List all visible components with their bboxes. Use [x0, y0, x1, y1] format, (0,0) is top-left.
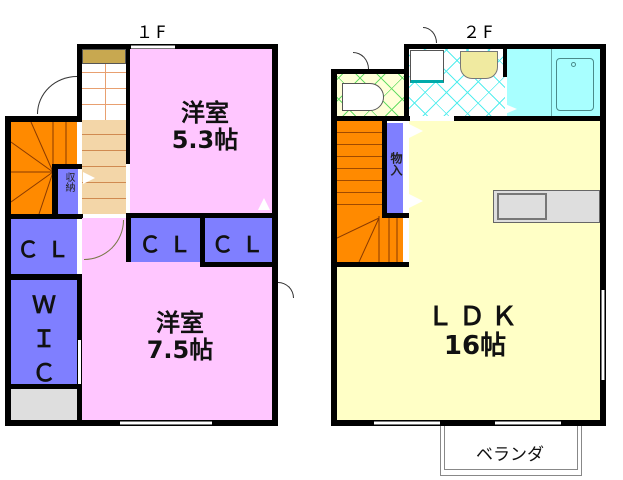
- closet-label: ＣＬ: [211, 233, 272, 258]
- balcony-label: ベランダ: [476, 445, 544, 465]
- walk-in-closet: [11, 280, 77, 384]
- window: [374, 421, 440, 425]
- wall: [382, 121, 387, 217]
- toilet-door[interactable]: [353, 52, 369, 69]
- door-marker: [409, 124, 423, 138]
- room-name: 洋室 7.5帖: [125, 310, 235, 364]
- door-marker: [505, 104, 517, 114]
- wall: [331, 116, 606, 121]
- room-name-text: 洋室: [181, 99, 229, 127]
- window: [601, 290, 605, 380]
- stairs-lines: [337, 216, 398, 262]
- storage-small: [58, 169, 78, 214]
- wall: [331, 69, 409, 74]
- wall: [52, 164, 82, 169]
- shoe-cabinet: [82, 49, 126, 64]
- room-size-text: 7.5帖: [146, 335, 214, 364]
- door-marker: [83, 172, 95, 184]
- wall: [5, 116, 83, 122]
- wall: [5, 274, 83, 280]
- room-name: 洋室 5.3帖: [150, 100, 260, 154]
- room-name: ＬＤＫ 16帖: [405, 302, 545, 362]
- closet-middle: [131, 218, 201, 262]
- toilet-icon: [342, 83, 384, 111]
- wall: [52, 164, 58, 214]
- wic-letter: Ｃ: [32, 359, 56, 387]
- room-name-text: 洋室: [156, 309, 204, 337]
- wic-letter: Ｗ: [32, 291, 56, 319]
- sink-icon: [460, 51, 498, 79]
- closet-label: ＣＬ: [16, 238, 77, 263]
- hallway: [82, 120, 126, 214]
- wall: [126, 44, 130, 164]
- wall: [331, 420, 606, 426]
- floor-label-1f: １F: [136, 23, 169, 43]
- storage-2f-label: 物入: [389, 152, 403, 176]
- door-marker: [258, 198, 270, 210]
- wall: [77, 44, 82, 122]
- wall: [382, 213, 409, 218]
- wall: [5, 384, 83, 389]
- wall: [600, 44, 606, 426]
- window: [495, 421, 561, 425]
- room-size-text: 16帖: [443, 331, 507, 362]
- window: [131, 45, 175, 49]
- kitchen-sink: [497, 193, 547, 220]
- wall: [5, 116, 11, 426]
- stairs-lines: [11, 122, 67, 214]
- wall: [77, 44, 278, 49]
- entrance-door[interactable]: [37, 76, 77, 114]
- room-size-text: 5.3帖: [171, 125, 239, 154]
- wall: [272, 44, 278, 426]
- room-name-text: ＬＤＫ: [426, 302, 523, 332]
- floor-label-2f: ２F: [463, 23, 496, 43]
- closet-label: ＣＬ: [138, 233, 199, 258]
- window: [120, 421, 212, 425]
- ldk-room: [409, 121, 600, 420]
- wall: [200, 213, 205, 269]
- wall: [126, 213, 131, 269]
- wall: [200, 262, 278, 267]
- wall: [331, 69, 337, 426]
- bathtub-drain: [571, 62, 576, 67]
- wic-door[interactable]: [78, 340, 81, 384]
- western-room-7-5: [82, 267, 272, 420]
- wall: [404, 44, 606, 49]
- wic-label: Ｗ Ｉ Ｃ: [11, 288, 77, 390]
- western-room-7-5: [82, 262, 200, 270]
- closet-right: [205, 218, 272, 262]
- washroom-door[interactable]: [423, 27, 437, 43]
- stairs-2f-landing: [337, 216, 403, 262]
- washing-machine-icon: [410, 50, 444, 83]
- wic-letter: Ｉ: [32, 325, 56, 353]
- storage-2f: [387, 123, 403, 213]
- wall: [5, 214, 83, 219]
- bathtub-icon: [556, 58, 594, 111]
- wall: [404, 44, 409, 120]
- western-room-5-3: [130, 49, 272, 213]
- balcony: [440, 426, 582, 476]
- bath-divider: [551, 49, 552, 118]
- opening: [410, 116, 454, 121]
- storage-small-label: 収納: [63, 172, 74, 192]
- wall: [331, 262, 409, 267]
- bathroom: [507, 49, 600, 118]
- closet-left: [11, 219, 77, 274]
- side-door[interactable]: [278, 282, 294, 298]
- storage-gray: [11, 389, 77, 420]
- wall: [503, 49, 507, 77]
- stairs-2f: [337, 121, 384, 216]
- door-marker: [409, 194, 423, 208]
- entrance: [82, 64, 126, 120]
- ldk-room: [337, 267, 409, 420]
- balcony-inner: [444, 426, 578, 470]
